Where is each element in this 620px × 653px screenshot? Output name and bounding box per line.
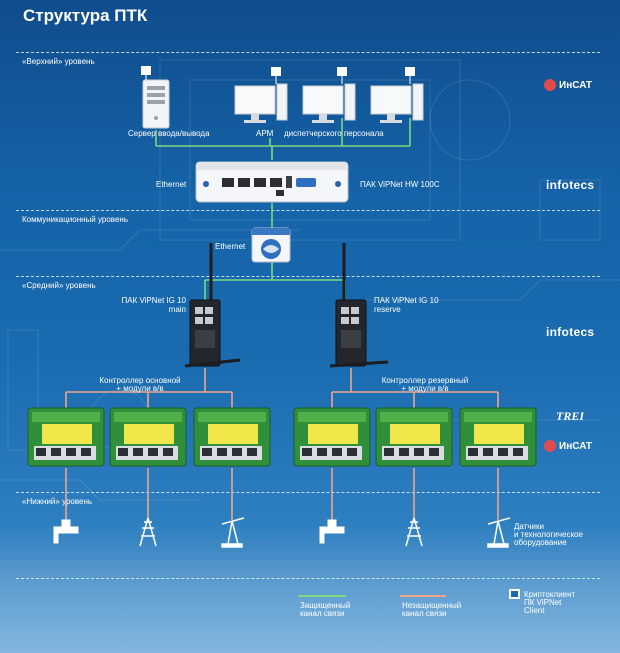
dispatcher-monitor-icon <box>302 83 356 123</box>
legend-unprotected-line1: Незащищенный <box>402 601 462 610</box>
separator-middle <box>16 276 600 277</box>
ctrl-main-label-line2: + модули в/в <box>116 384 164 393</box>
legend-client-line3: Client <box>524 606 545 615</box>
level-lower-label: «Нижний» уровень <box>22 497 93 506</box>
oil-pump-icon <box>487 517 511 548</box>
hw-ethernet-label: Ethernet <box>156 180 187 189</box>
level-upper-label: «Верхний» уровень <box>22 57 95 66</box>
separator-legend <box>16 578 600 579</box>
legend-protected-line1: Защищенный <box>300 601 351 610</box>
crypto-client-icon <box>405 67 415 84</box>
dispatcher-monitor-icon <box>370 83 424 123</box>
io-controller-module <box>109 407 187 467</box>
valve-sensor-icon <box>319 519 345 544</box>
arm-monitor-icon <box>234 83 288 123</box>
comm-ethernet-label: Ethernet <box>215 242 246 251</box>
level-middle-label: «Средний» уровень <box>22 281 96 290</box>
upper-bus <box>155 118 411 300</box>
oil-pump-icon <box>221 517 245 548</box>
insat-logo: ИнСАТ <box>543 437 601 455</box>
ig-reserve-label-line1: ПАК ViPNet IG 10 <box>374 296 439 305</box>
page-title: Структура ПТК <box>23 6 148 25</box>
legend-client-icon <box>509 589 520 599</box>
trei-logo: TREI <box>556 409 585 423</box>
separator-lower <box>16 492 600 493</box>
ctrl-reserve-label-line1: Контроллер резервный <box>381 376 469 385</box>
server-label: Сервер ввода/вывода <box>128 129 210 138</box>
dispatcher-label: диспетчерского персонала <box>284 129 384 138</box>
insat-logo-text: ИнСАТ <box>559 80 592 91</box>
io-controller-module <box>27 407 105 467</box>
separator-comm <box>16 210 600 211</box>
vipnet-ig10-main-device <box>184 243 241 368</box>
io-controller-module <box>459 407 537 467</box>
legend-client-line1: Криптоклиент <box>524 590 576 599</box>
io-controller-module <box>193 407 271 467</box>
insat-logo-text: ИнСАТ <box>559 441 592 452</box>
sensors-label-line2: и технологическое <box>514 530 583 539</box>
hw-device-label: ПАК ViPNet HW 100C <box>360 180 440 189</box>
controller-bus <box>65 368 499 520</box>
insat-logo: ИнСАТ <box>543 76 601 94</box>
ig-reserve-label-line2: reserve <box>374 305 401 314</box>
valve-sensor-icon <box>53 519 79 544</box>
level-comm-label: Коммуникационный уровень <box>22 215 128 224</box>
io-controller-module <box>375 407 453 467</box>
sensors-label-line1: Датчики <box>514 522 544 531</box>
ig-main-label-line2: main <box>168 305 186 314</box>
legend-protected-line2: канал связи <box>300 609 345 618</box>
separator-top <box>16 52 600 53</box>
vipnet-ig10-reserve-device <box>329 243 389 368</box>
vipnet-hw100c-device <box>195 161 349 203</box>
power-tower-icon <box>139 517 157 547</box>
crypto-client-icon <box>271 67 281 84</box>
infotecs-logo: infotecs <box>546 325 595 339</box>
legend-client-line2: ПК ViPNet <box>524 598 562 607</box>
sensors-label-line3: оборудование <box>514 538 567 547</box>
infotecs-logo: infotecs <box>546 178 595 192</box>
crypto-client-icon <box>337 67 347 84</box>
power-tower-icon <box>405 517 423 547</box>
ctrl-main-label-line1: Контроллер основной <box>99 376 181 385</box>
legend-unprotected-line2: канал связи <box>402 609 447 618</box>
server-icon <box>142 79 170 129</box>
arm-label: АРМ <box>256 129 274 138</box>
ctrl-reserve-label-line2: + модули в/в <box>401 384 449 393</box>
crypto-client-icon <box>141 66 151 80</box>
io-controller-module <box>293 407 371 467</box>
ethernet-router-icon <box>251 227 291 263</box>
ig-main-label-line1: ПАК ViPNet IG 10 <box>121 296 186 305</box>
